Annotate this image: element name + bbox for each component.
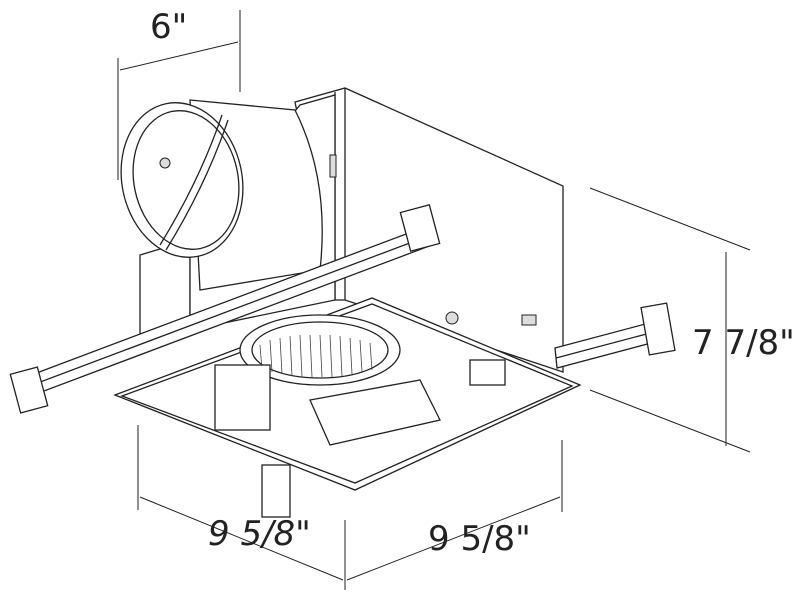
- dimension-width-left: 9 5/8": [208, 514, 311, 554]
- dimension-lines: [117, 10, 751, 590]
- dimension-duct-diameter: 6": [150, 7, 187, 47]
- dimension-height: 7 7/8": [692, 323, 795, 363]
- mounting-plate: [113, 297, 582, 491]
- mounting-bars: [9, 204, 676, 518]
- dimension-width-right: 9 5/8": [428, 519, 531, 559]
